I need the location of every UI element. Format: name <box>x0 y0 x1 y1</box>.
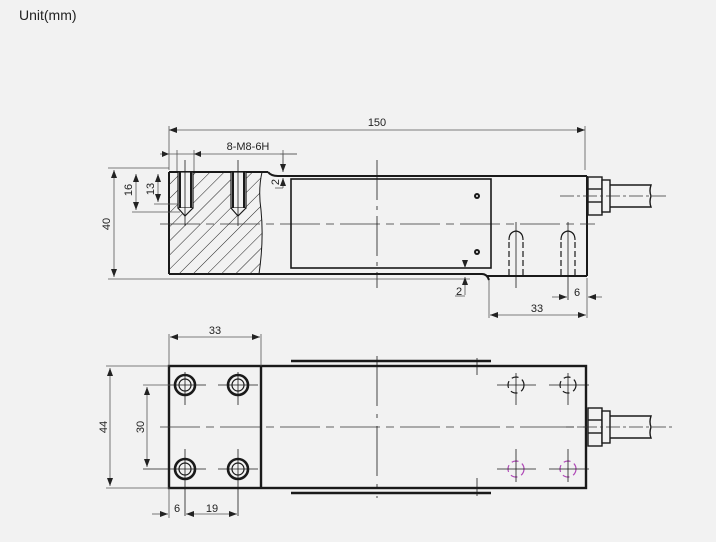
dim-right-hole-offset: 33 <box>488 280 586 318</box>
hidden-hole <box>497 373 536 405</box>
gauge-pocket <box>290 178 492 269</box>
dim-height: 40 <box>101 167 470 280</box>
dim-19-label: 19 <box>206 503 218 515</box>
threaded-hole <box>177 160 194 226</box>
dim-top-recess: 2 <box>270 153 297 189</box>
dim-right-hole-edge: 6 <box>552 278 602 318</box>
bolt-hole <box>143 449 206 516</box>
dim-150-label: 150 <box>368 117 386 129</box>
dim-6-label: 6 <box>574 287 580 299</box>
dim-thread-label: 8-M8-6H <box>227 141 270 153</box>
dim-overall-length: 150 <box>168 117 586 170</box>
dim-thread-depth-outer: 16 <box>123 174 180 213</box>
unit-label: Unit(mm) <box>19 7 77 23</box>
dim-width: 44 <box>98 365 169 489</box>
hidden-hole-highlighted <box>497 449 536 482</box>
dim-44-label: 44 <box>98 421 110 433</box>
top-view: 33 44 30 6 19 <box>98 325 675 518</box>
dim-33-label: 33 <box>531 303 543 315</box>
dim-16-label: 16 <box>123 184 135 196</box>
dim-bottom-2-label: 2 <box>456 286 462 298</box>
dim-top-33-label: 33 <box>209 325 221 337</box>
hidden-hole <box>549 373 589 405</box>
dim-40-label: 40 <box>101 218 113 230</box>
dim-bottom-recess: 2 <box>455 260 468 298</box>
dim-6-bottom-label: 6 <box>174 503 180 515</box>
bolt-hole <box>218 372 258 405</box>
side-view: 150 8-M8-6H <box>101 117 668 318</box>
dim-13-label: 13 <box>145 183 157 195</box>
threaded-hole <box>230 160 247 226</box>
bolt-hole <box>170 372 206 405</box>
dim-top-2-label: 2 <box>270 179 282 185</box>
dim-hole-offsets: 6 19 <box>152 488 237 518</box>
dim-hole-spacing-vertical: 30 <box>135 384 170 467</box>
hidden-hole-highlighted <box>549 449 589 482</box>
dim-thread-depth-inner: 13 <box>145 174 180 205</box>
mounting-hole-hidden <box>508 222 576 300</box>
bolt-hole <box>218 449 258 516</box>
dim-30-label: 30 <box>135 421 147 433</box>
dim-hole-block-width: 33 <box>168 325 262 366</box>
dim-thread-spec: 8-M8-6H <box>160 141 297 172</box>
